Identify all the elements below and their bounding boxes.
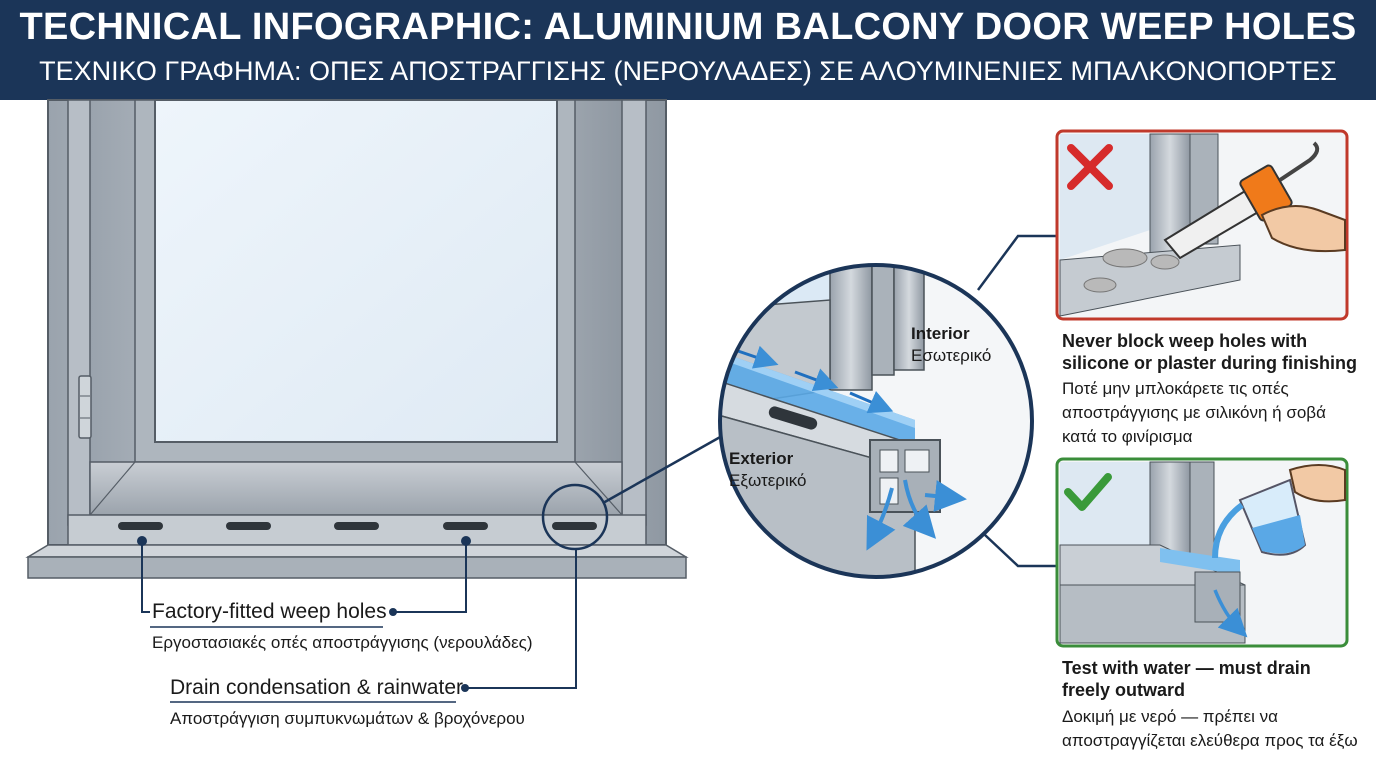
page-title: TECHNICAL INFOGRAPHIC: ALUMINIUM BALCONY… [19,6,1357,48]
callout-leaders [141,541,577,689]
glass-pane [154,99,558,443]
dont-caption-line-1: Never block weep holes with [1062,331,1308,351]
drain-label-greek: Αποστράγγιση συμπυκνωμάτων & βροχόνερου [170,709,525,728]
interior-label-greek: Εσωτερικό [911,346,992,365]
balcony-door-frame [25,99,689,579]
drain-label: Drain condensation & rainwater [170,676,463,699]
weep-hole-slots [118,522,597,530]
header-banner: TECHNICAL INFOGRAPHIC: ALUMINIUM BALCONY… [0,0,1376,100]
page-subtitle: ΤΕΧΝΙΚΟ ΓΡΑΦΗΜΑ: ΟΠΕΣ ΑΠΟΣΤΡΑΓΓΙΣΗΣ (ΝΕΡ… [39,56,1337,86]
dont-panel-illustration [1055,129,1349,321]
do-panel-illustration [1055,457,1349,648]
do-caption-greek-1: Δοκιμή με νερό — πρέπει να [1062,707,1278,726]
weep-holes-label: Factory-fitted weep holes [152,600,387,623]
dont-caption-greek-2: αποστράγγισης με σιλικόνη ή σοβά [1062,403,1326,422]
detail-magnifier [718,263,1034,579]
panel-connectors [976,234,1057,568]
interior-label: Interior [911,324,970,343]
zoom-connector [602,434,723,505]
exterior-label-greek: Εξωτερικό [729,471,807,490]
hinge-icon [78,375,92,439]
cross-icon [1067,144,1113,190]
checkmark-icon [1064,473,1112,511]
dont-caption-line-2: silicone or plaster during finishing [1062,353,1358,373]
do-caption-line-1: Test with water — must drain [1062,658,1311,678]
dont-caption-greek-3: κατά το φινίρισμα [1062,427,1193,446]
dont-caption-greek-1: Ποτέ μην μπλοκάρετε τις οπές [1062,379,1289,398]
do-caption-greek-2: αποστραγγίζεται ελεύθερα προς τα έξω [1062,731,1358,750]
do-caption-line-2: freely outward [1062,680,1186,700]
exterior-label: Exterior [729,449,794,468]
weep-holes-label-greek: Εργοστασιακές οπές αποστράγγισης (νερουλ… [152,633,533,652]
